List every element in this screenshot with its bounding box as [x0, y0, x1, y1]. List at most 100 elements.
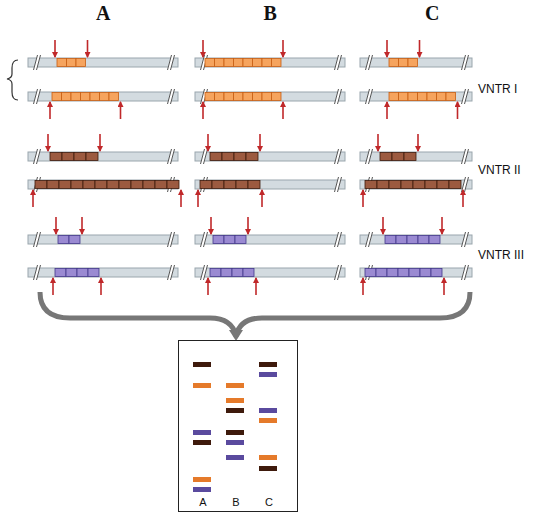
chromosome-bar	[28, 92, 178, 101]
vntr-repeat	[418, 93, 428, 101]
vntr-repeat	[107, 181, 119, 189]
restriction-site-arrow	[417, 134, 419, 151]
dna-band	[259, 362, 277, 367]
vntr-repeat	[224, 93, 234, 101]
dna-band	[193, 440, 211, 445]
restriction-site-arrow	[462, 190, 464, 207]
vntr-repeat	[235, 236, 246, 244]
chromosome-bar	[28, 180, 178, 189]
vntr-repeat	[243, 93, 253, 101]
vntr-repeat	[215, 59, 225, 67]
vntr-repeat	[67, 59, 77, 67]
chromosome-bar	[195, 152, 345, 161]
dna-band	[226, 440, 244, 445]
dna-band	[259, 418, 277, 423]
break-mark	[369, 89, 373, 104]
restriction-site-arrow	[207, 134, 209, 151]
restriction-site-arrow	[99, 134, 101, 151]
break-mark	[204, 149, 208, 164]
vntr-repeat	[429, 236, 440, 244]
vntr-repeat	[408, 93, 418, 101]
vntr-repeat	[413, 181, 425, 189]
restriction-site-arrow	[197, 190, 199, 207]
restriction-site-arrow	[386, 40, 388, 57]
break-mark	[465, 265, 469, 280]
vntr-repeat	[52, 93, 62, 101]
vntr-repeat	[59, 181, 71, 189]
restriction-site-arrow	[419, 40, 421, 57]
vntr-repeat	[213, 236, 224, 244]
restriction-site-arrow	[32, 190, 34, 207]
restriction-site-arrow	[100, 278, 102, 295]
vntr-repeat	[392, 153, 404, 161]
vntr-repeat	[62, 153, 74, 161]
restriction-site-arrow	[441, 217, 443, 234]
vntr-repeat	[425, 181, 437, 189]
break-mark	[37, 232, 41, 247]
vntr-repeat	[377, 181, 389, 189]
restriction-site-arrow	[47, 134, 49, 151]
column-label: A	[96, 2, 110, 25]
vntr-repeat	[81, 93, 91, 101]
vntr-repeat	[272, 93, 282, 101]
chromosome-bar	[360, 268, 472, 277]
vntr-repeat	[221, 269, 232, 277]
vntr-repeat	[83, 181, 95, 189]
vntr-repeat	[143, 181, 155, 189]
vntr-repeat	[408, 59, 418, 67]
locus-label: VNTR III	[478, 248, 524, 262]
vntr-repeat	[420, 269, 431, 277]
break-mark	[37, 265, 41, 280]
lane-label: A	[199, 496, 206, 508]
chromosome-bar	[195, 92, 345, 101]
break-mark	[369, 232, 373, 247]
dna-band	[193, 477, 211, 482]
vntr-repeat	[380, 153, 392, 161]
vntr-repeat	[418, 236, 429, 244]
chromosome-bar	[28, 268, 178, 277]
pair-bracket	[7, 60, 18, 100]
vntr-repeat	[76, 59, 86, 67]
break-mark	[338, 55, 342, 70]
lane-label: C	[265, 496, 273, 508]
dna-band	[226, 383, 244, 388]
vntr-repeat	[262, 59, 272, 67]
vntr-repeat	[205, 93, 215, 101]
vntr-repeat	[86, 153, 98, 161]
vntr-repeat	[234, 59, 244, 67]
break-mark	[369, 149, 373, 164]
break-mark	[171, 89, 175, 104]
column-label: B	[264, 2, 277, 25]
vntr-repeat	[62, 93, 72, 101]
chromosome-bar	[195, 235, 345, 244]
vntr-repeat	[35, 181, 47, 189]
vntr-repeat	[396, 236, 407, 244]
vntr-repeat	[399, 59, 409, 67]
restriction-site-arrow	[52, 278, 54, 295]
vntr-repeat	[253, 59, 263, 67]
vntr-repeat	[57, 59, 67, 67]
vntr-repeat	[427, 93, 437, 101]
break-mark	[465, 55, 469, 70]
restriction-site-arrow	[261, 190, 263, 207]
vntr-repeat	[88, 269, 99, 277]
break-mark	[338, 149, 342, 164]
vntr-repeat	[212, 181, 224, 189]
restriction-site-arrow	[55, 217, 57, 234]
vntr-repeat	[224, 236, 235, 244]
break-mark	[171, 55, 175, 70]
restriction-site-arrow	[386, 102, 388, 119]
vntr-repeat	[365, 269, 376, 277]
dna-band	[193, 430, 211, 435]
break-mark	[465, 149, 469, 164]
dna-band	[193, 383, 211, 388]
chromosome-bar	[28, 235, 178, 244]
vntr-repeat	[262, 93, 272, 101]
break-mark	[465, 232, 469, 247]
restriction-site-arrow	[382, 217, 384, 234]
vntr-repeat	[389, 181, 401, 189]
vntr-repeat	[71, 181, 83, 189]
dna-band	[226, 398, 244, 403]
restriction-site-arrow	[49, 102, 51, 119]
restriction-site-arrow	[202, 40, 204, 57]
